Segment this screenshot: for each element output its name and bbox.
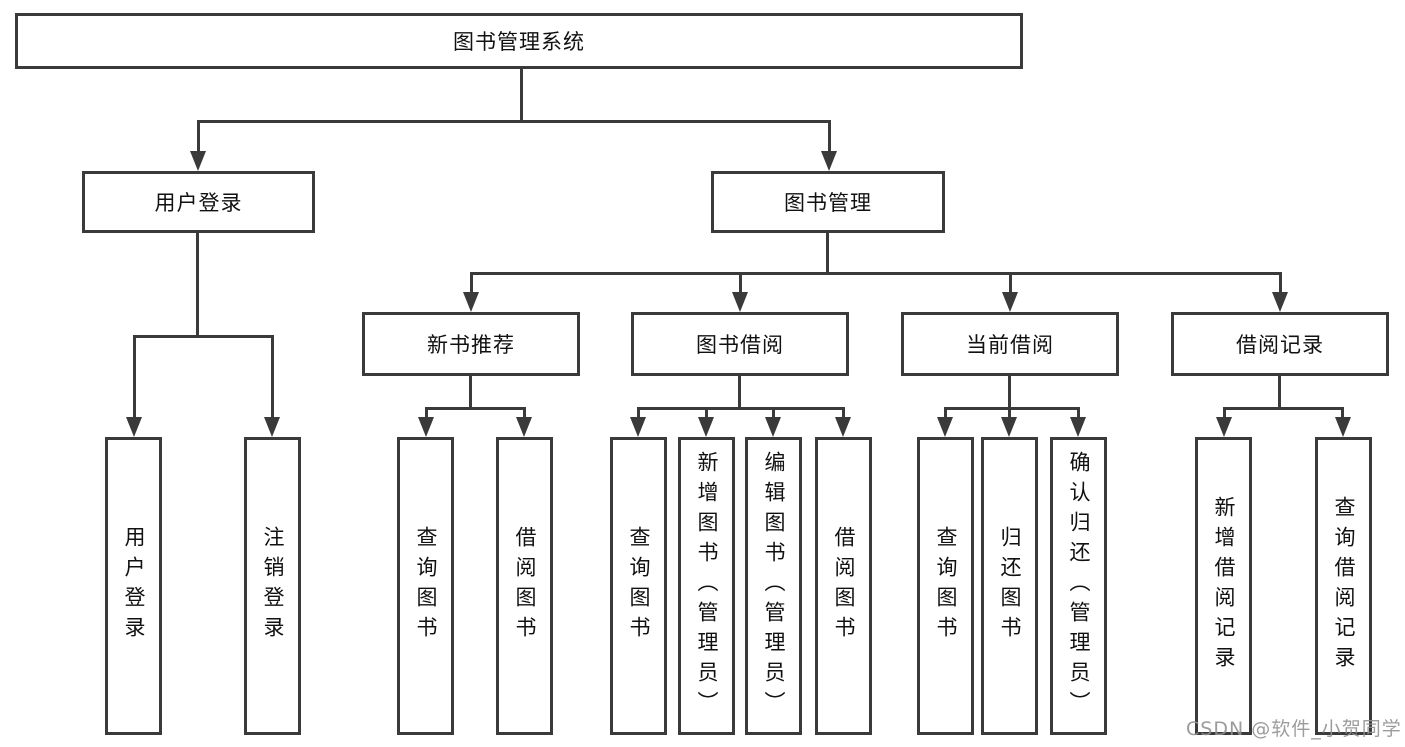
node-root-system-label: 图书管理系统: [453, 30, 585, 54]
leaf-borrow-query: 查询图书: [610, 437, 667, 735]
connector-bookborrow-drop-2: [705, 407, 708, 419]
leaf-borrow-add-book-label: 新增图书（管理员）: [695, 451, 719, 721]
connector-bookmgmt-drop-1: [470, 272, 473, 294]
node-book-mgmt-branch-label: 图书管理: [784, 191, 872, 215]
connector-bookmgmt-drop-2: [739, 272, 742, 294]
leaf-borrow-book: 借阅图书: [815, 437, 872, 735]
leaf-user-login-label: 用户登录: [122, 526, 146, 646]
leaf-records-query-label: 查询借阅记录: [1332, 496, 1356, 676]
arrow-currentborrow-leaf-2: [1001, 417, 1017, 437]
connector-newbooks-drop-1: [425, 407, 428, 419]
leaf-newbooks-borrow: 借阅图书: [496, 437, 553, 735]
arrow-to-user-login: [190, 151, 206, 171]
arrow-bookborrow-leaf-3: [765, 417, 781, 437]
node-current-borrow: 当前借阅: [901, 312, 1119, 376]
node-book-borrow-label: 图书借阅: [696, 333, 784, 357]
connector-bookborrow-drop-1: [637, 407, 640, 419]
arrow-to-login-leaf: [126, 417, 142, 437]
connector-bookborrow-stem: [738, 376, 741, 407]
leaf-current-return: 归还图书: [981, 437, 1038, 735]
node-borrow-records: 借阅记录: [1171, 312, 1389, 376]
arrow-currentborrow-leaf-1: [937, 417, 953, 437]
node-current-borrow-label: 当前借阅: [966, 333, 1054, 357]
connector-root-splitter: [197, 120, 831, 123]
connector-newbooks-drop-2: [523, 407, 526, 419]
connector-currentborrow-drop-3: [1077, 407, 1080, 419]
node-book-borrow: 图书借阅: [631, 312, 849, 376]
connector-bookmgmt-splitter: [470, 272, 1282, 275]
connector-records-drop-1: [1223, 407, 1226, 419]
node-user-login-branch-label: 用户登录: [154, 191, 243, 215]
connector-root-stem: [520, 69, 523, 123]
leaf-borrow-book-label: 借阅图书: [832, 526, 856, 646]
arrow-to-book-mgmt: [821, 151, 837, 171]
connector-newbooks-splitter: [425, 407, 526, 410]
arrow-bookborrow-leaf-2: [698, 417, 714, 437]
connector-bookmgmt-drop-3: [1009, 272, 1012, 294]
connector-records-splitter: [1223, 407, 1344, 410]
leaf-borrow-edit-book-label: 编辑图书（管理员）: [762, 451, 786, 721]
node-user-login-branch: 用户登录: [82, 171, 315, 233]
leaf-current-confirm-return-label: 确认归还（管理员）: [1067, 451, 1091, 721]
arrow-to-new-books: [463, 292, 479, 312]
arrow-bookborrow-leaf-1: [630, 417, 646, 437]
leaf-current-return-label: 归还图书: [998, 526, 1022, 646]
leaf-current-query-label: 查询图书: [934, 526, 958, 646]
leaf-current-confirm-return: 确认归还（管理员）: [1050, 437, 1107, 735]
connector-currentborrow-drop-2: [1008, 407, 1011, 419]
connector-currentborrow-splitter: [944, 407, 1080, 410]
connector-bookmgmt-stem: [826, 233, 829, 272]
arrow-currentborrow-leaf-3: [1070, 417, 1086, 437]
connector-userlogin-drop-1: [133, 335, 136, 419]
leaf-records-add-label: 新增借阅记录: [1212, 496, 1236, 676]
arrow-to-book-borrow: [732, 292, 748, 312]
arrow-bookborrow-leaf-4: [835, 417, 851, 437]
leaf-borrow-query-label: 查询图书: [627, 526, 651, 646]
leaf-logout-label: 注销登录: [261, 526, 285, 646]
leaf-user-login: 用户登录: [105, 437, 162, 735]
connector-bookmgmt-drop-4: [1279, 272, 1282, 294]
connector-bookborrow-drop-3: [772, 407, 775, 419]
leaf-logout: 注销登录: [244, 437, 301, 735]
leaf-records-add: 新增借阅记录: [1195, 437, 1252, 735]
connector-currentborrow-drop-1: [944, 407, 947, 419]
leaf-newbooks-borrow-label: 借阅图书: [513, 526, 537, 646]
connector-currentborrow-stem: [1008, 376, 1011, 407]
leaf-newbooks-query: 查询图书: [397, 437, 454, 735]
connector-userlogin-splitter: [133, 335, 274, 338]
arrow-to-logout-leaf: [264, 417, 280, 437]
leaf-current-query: 查询图书: [917, 437, 974, 735]
leaf-newbooks-query-label: 查询图书: [414, 526, 438, 646]
node-borrow-records-label: 借阅记录: [1236, 333, 1324, 357]
node-root-system: 图书管理系统: [15, 13, 1023, 69]
connector-bookborrow-splitter: [637, 407, 845, 410]
arrow-to-current-borrow: [1002, 292, 1018, 312]
arrow-records-leaf-2: [1335, 417, 1351, 437]
arrow-newbooks-leaf-2: [516, 417, 532, 437]
connector-root-drop-right: [828, 120, 831, 154]
node-book-mgmt-branch: 图书管理: [711, 171, 945, 233]
leaf-borrow-add-book: 新增图书（管理员）: [678, 437, 735, 735]
node-new-books-label: 新书推荐: [427, 333, 515, 357]
csdn-watermark: CSDN @软件_小贺同学: [1186, 718, 1402, 740]
arrow-records-leaf-1: [1216, 417, 1232, 437]
leaf-records-query: 查询借阅记录: [1315, 437, 1372, 735]
connector-records-drop-2: [1341, 407, 1344, 419]
leaf-borrow-edit-book: 编辑图书（管理员）: [745, 437, 802, 735]
connector-bookborrow-drop-4: [842, 407, 845, 419]
connector-userlogin-stem: [196, 233, 199, 335]
connector-userlogin-drop-2: [271, 335, 274, 419]
connector-records-stem: [1278, 376, 1281, 407]
arrow-newbooks-leaf-1: [418, 417, 434, 437]
connector-root-drop-left: [197, 120, 200, 154]
connector-newbooks-stem: [469, 376, 472, 407]
node-new-books: 新书推荐: [362, 312, 580, 376]
arrow-to-borrow-records: [1272, 292, 1288, 312]
